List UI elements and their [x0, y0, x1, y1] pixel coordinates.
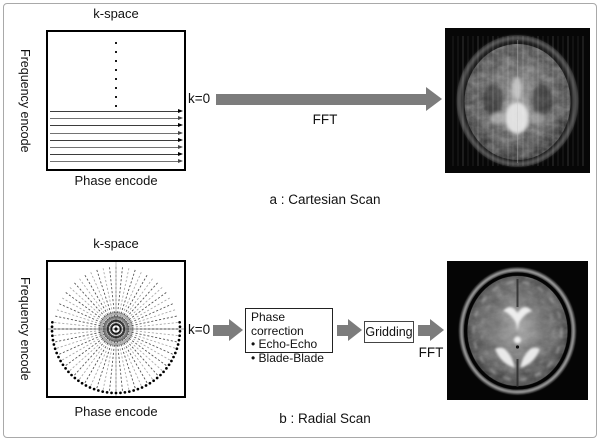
scan-line [50, 123, 183, 128]
mri-brain-artifact-image [445, 28, 590, 173]
kspace-center-dotted-line [115, 42, 117, 110]
panel-b-kspace-box [46, 260, 186, 398]
panel-a-frequency-encode-label: Frequency encode [18, 48, 32, 153]
panel-b-caption: b : Radial Scan [279, 411, 371, 426]
arrow-pc-head [348, 319, 362, 341]
panel-b-phase-encode-label: Phase encode [74, 404, 158, 419]
phase-correction-item-echo: • Echo-Echo [251, 337, 318, 351]
scan-line [50, 159, 183, 164]
panel-a-kspace-box [46, 30, 186, 171]
fft-arrow-a-head [426, 87, 442, 111]
panel-a-fft-label: FFT [312, 112, 338, 127]
panel-a-phase-encode-label: Phase encode [74, 173, 158, 188]
radial-kspace-pattern [48, 262, 184, 396]
scan-line [50, 145, 183, 149]
arrow-k0-head [229, 319, 243, 341]
arrow-phase-correction-to-gridding [337, 325, 348, 336]
phase-correction-title: Phase correction [251, 310, 304, 338]
scan-line [50, 109, 183, 113]
phase-correction-item-blade: • Blade-Blade [251, 350, 324, 365]
panel-a-k0-label: k=0 [188, 91, 211, 106]
scan-line [50, 116, 183, 121]
arrow-k0-to-phase-correction [213, 325, 229, 336]
scan-line [50, 137, 183, 142]
scan-line [50, 152, 183, 157]
scan-line [50, 130, 183, 135]
fft-arrow-b [418, 325, 430, 336]
panel-a-caption: a : Cartesian Scan [269, 192, 381, 207]
fft-arrow-a [216, 94, 426, 105]
phase-correction-box: Phase correction • Echo-Echo • Blade-Bla… [245, 308, 333, 364]
panel-b-frequency-encode-label: Frequency encode [18, 277, 32, 381]
mri-brain-clean-image [447, 261, 588, 400]
panel-b-kspace-title: k-space [93, 236, 139, 251]
panel-b-k0-label: k=0 [188, 322, 211, 337]
fft-arrow-b-head [430, 319, 444, 341]
panel-a-kspace-title: k-space [93, 6, 139, 21]
panel-b-fft-label: FFT [418, 345, 444, 360]
gridding-box: Gridding [364, 321, 414, 343]
